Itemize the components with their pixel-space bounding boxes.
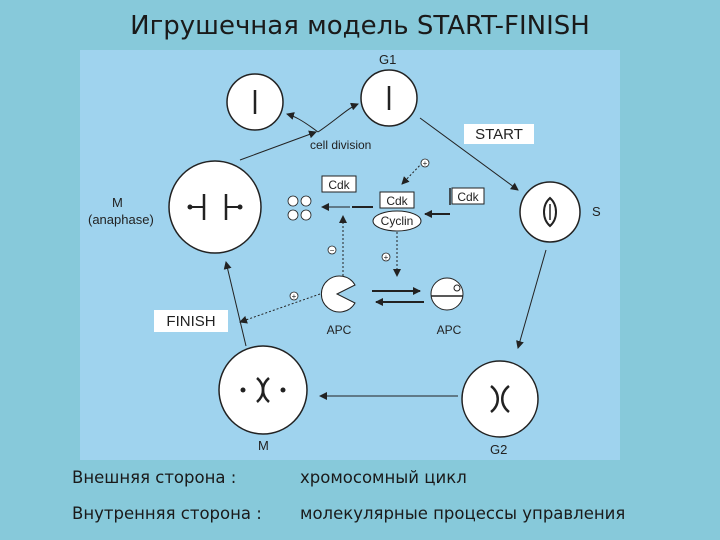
cdk-right-label: Cdk (457, 190, 479, 204)
cyclin-label: Cyclin (381, 214, 414, 228)
caption-inner-value: молекулярные процессы управления (300, 504, 626, 523)
dotted-arrow-apc-to-finish (239, 293, 321, 324)
arrow-s-to-g2 (516, 249, 547, 349)
cyclin-ellipse (372, 210, 422, 232)
finish-label: FINISH (166, 313, 215, 330)
label-m: M (258, 438, 269, 453)
arrow-anaphase-to-division (239, 130, 317, 161)
cell-daughter (226, 73, 284, 131)
cdk-center-label: Cdk (386, 194, 408, 208)
apc-active-label: APC (327, 323, 352, 337)
cell-g2 (461, 360, 539, 438)
arrow-division-to-g1 (317, 102, 359, 133)
apc-inactive-label: APC (437, 323, 462, 337)
slide-title: Игрушечная модель START-FINISH (130, 11, 590, 41)
minus-sign: − (330, 246, 335, 255)
caption-outer-value: хромосомный цикл (300, 468, 467, 487)
label-m-anaphase-2: (anaphase) (88, 212, 154, 227)
plus-marker-finish (289, 291, 299, 301)
start-label-box (464, 124, 534, 144)
arrow-g1-to-s (419, 117, 519, 191)
cdk-left-label: Cdk (328, 178, 350, 192)
caption-outer: Внешняя сторона : хромосомный цикл (72, 468, 712, 492)
label-g2: G2 (490, 442, 507, 457)
cyclin-fragments (287, 195, 312, 221)
caption-inner-label: Внутренняя сторона : (72, 504, 262, 523)
label-s: S (592, 204, 601, 219)
arrow-division-to-daughter (286, 112, 319, 133)
arrow-m-to-anaphase (223, 261, 247, 347)
apc-active-shape (320, 275, 356, 313)
cell-cycle-diagram: G1 S G2 M (80, 50, 620, 460)
finish-label-box (154, 310, 228, 332)
minus-marker (327, 245, 337, 255)
cell-m-metaphase (218, 345, 308, 435)
apc-inactive-shape (430, 277, 464, 311)
cell-s (519, 181, 581, 243)
cell-cycle-svg: G1 S G2 M (88, 52, 601, 457)
cdk-center-box (379, 191, 415, 209)
start-label: START (475, 126, 523, 143)
caption-inner: Внутренняя сторона : молекулярные процес… (72, 504, 712, 528)
caption-outer-label: Внешняя сторона : (72, 468, 237, 487)
cdk-right-box (451, 187, 485, 205)
plus-sign-center: + (384, 253, 389, 262)
cdk-left-box (321, 175, 357, 193)
plus-marker-center (381, 252, 391, 262)
cell-m-anaphase (168, 160, 262, 254)
plus-sign-finish: + (292, 292, 297, 301)
label-g1: G1 (379, 52, 396, 67)
cell-g1 (360, 69, 418, 127)
plus-sign-start: + (423, 159, 428, 168)
plus-marker-start (420, 158, 430, 168)
label-m-anaphase-1: M (112, 195, 123, 210)
label-cell-division: cell division (310, 138, 371, 152)
